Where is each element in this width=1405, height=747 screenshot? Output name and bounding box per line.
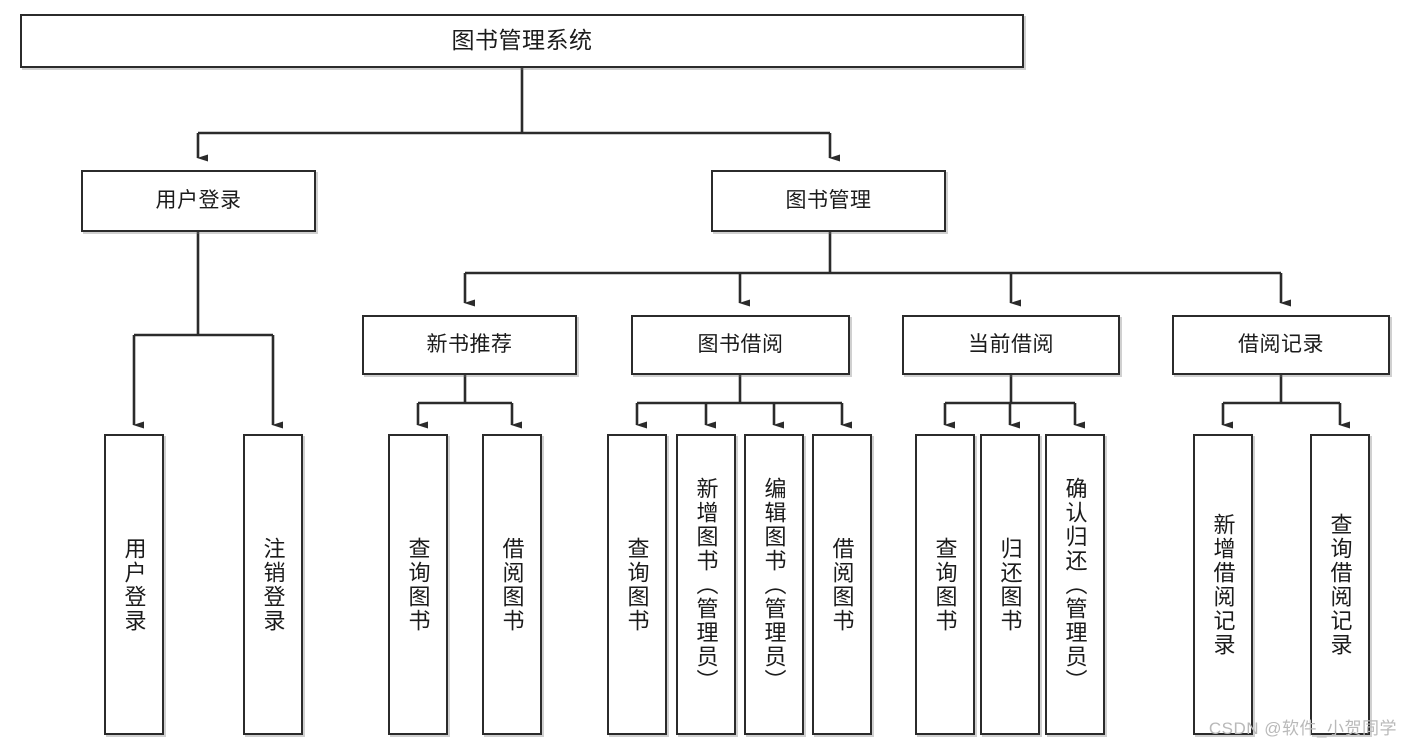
node-label: 用户登录 [121, 536, 147, 633]
node-label: 查询图书 [624, 536, 650, 633]
node-book-borrow[interactable]: 图书借阅 [631, 315, 850, 375]
node-label: 查询图书 [932, 536, 958, 633]
node-current-borrow[interactable]: 当前借阅 [902, 315, 1120, 375]
node-label: 新增借阅记录 [1210, 512, 1236, 657]
node-label: 图书借阅 [697, 332, 784, 356]
node-label: 编辑图书（管理员） [761, 476, 787, 693]
node-leaf-borrow-book-1[interactable]: 借阅图书 [482, 434, 542, 735]
node-leaf-return-book[interactable]: 归还图书 [980, 434, 1040, 735]
node-label: 查询借阅记录 [1327, 512, 1353, 657]
node-leaf-query-record[interactable]: 查询借阅记录 [1310, 434, 1370, 735]
node-label: 注销登录 [260, 536, 286, 633]
node-borrow-record[interactable]: 借阅记录 [1172, 315, 1390, 375]
node-label: 用户登录 [155, 188, 242, 212]
node-leaf-query-book-3[interactable]: 查询图书 [915, 434, 975, 735]
node-label: 借阅图书 [829, 536, 855, 633]
node-leaf-user-login[interactable]: 用户登录 [104, 434, 164, 735]
node-label: 确认归还（管理员） [1062, 476, 1088, 693]
node-label: 借阅图书 [499, 536, 525, 633]
node-leaf-add-book[interactable]: 新增图书（管理员） [676, 434, 736, 735]
node-leaf-borrow-book-2[interactable]: 借阅图书 [812, 434, 872, 735]
node-leaf-edit-book[interactable]: 编辑图书（管理员） [744, 434, 804, 735]
node-new-book-recommend[interactable]: 新书推荐 [362, 315, 577, 375]
node-label: 图书管理 [785, 188, 872, 212]
node-root-system[interactable]: 图书管理系统 [20, 14, 1024, 68]
node-label: 查询图书 [405, 536, 431, 633]
node-leaf-add-record[interactable]: 新增借阅记录 [1193, 434, 1253, 735]
node-label: 借阅记录 [1238, 332, 1324, 356]
node-leaf-logout-login[interactable]: 注销登录 [243, 434, 303, 735]
node-leaf-query-book-2[interactable]: 查询图书 [607, 434, 667, 735]
node-leaf-confirm-return[interactable]: 确认归还（管理员） [1045, 434, 1105, 735]
node-leaf-query-book-1[interactable]: 查询图书 [388, 434, 448, 735]
node-label: 图书管理系统 [451, 27, 593, 54]
node-label: 新增图书（管理员） [693, 476, 719, 693]
node-book-manage[interactable]: 图书管理 [711, 170, 946, 232]
node-label: 当前借阅 [968, 332, 1054, 356]
node-label: 新书推荐 [426, 332, 513, 356]
node-user-login[interactable]: 用户登录 [81, 170, 316, 232]
node-label: 归还图书 [997, 536, 1023, 633]
